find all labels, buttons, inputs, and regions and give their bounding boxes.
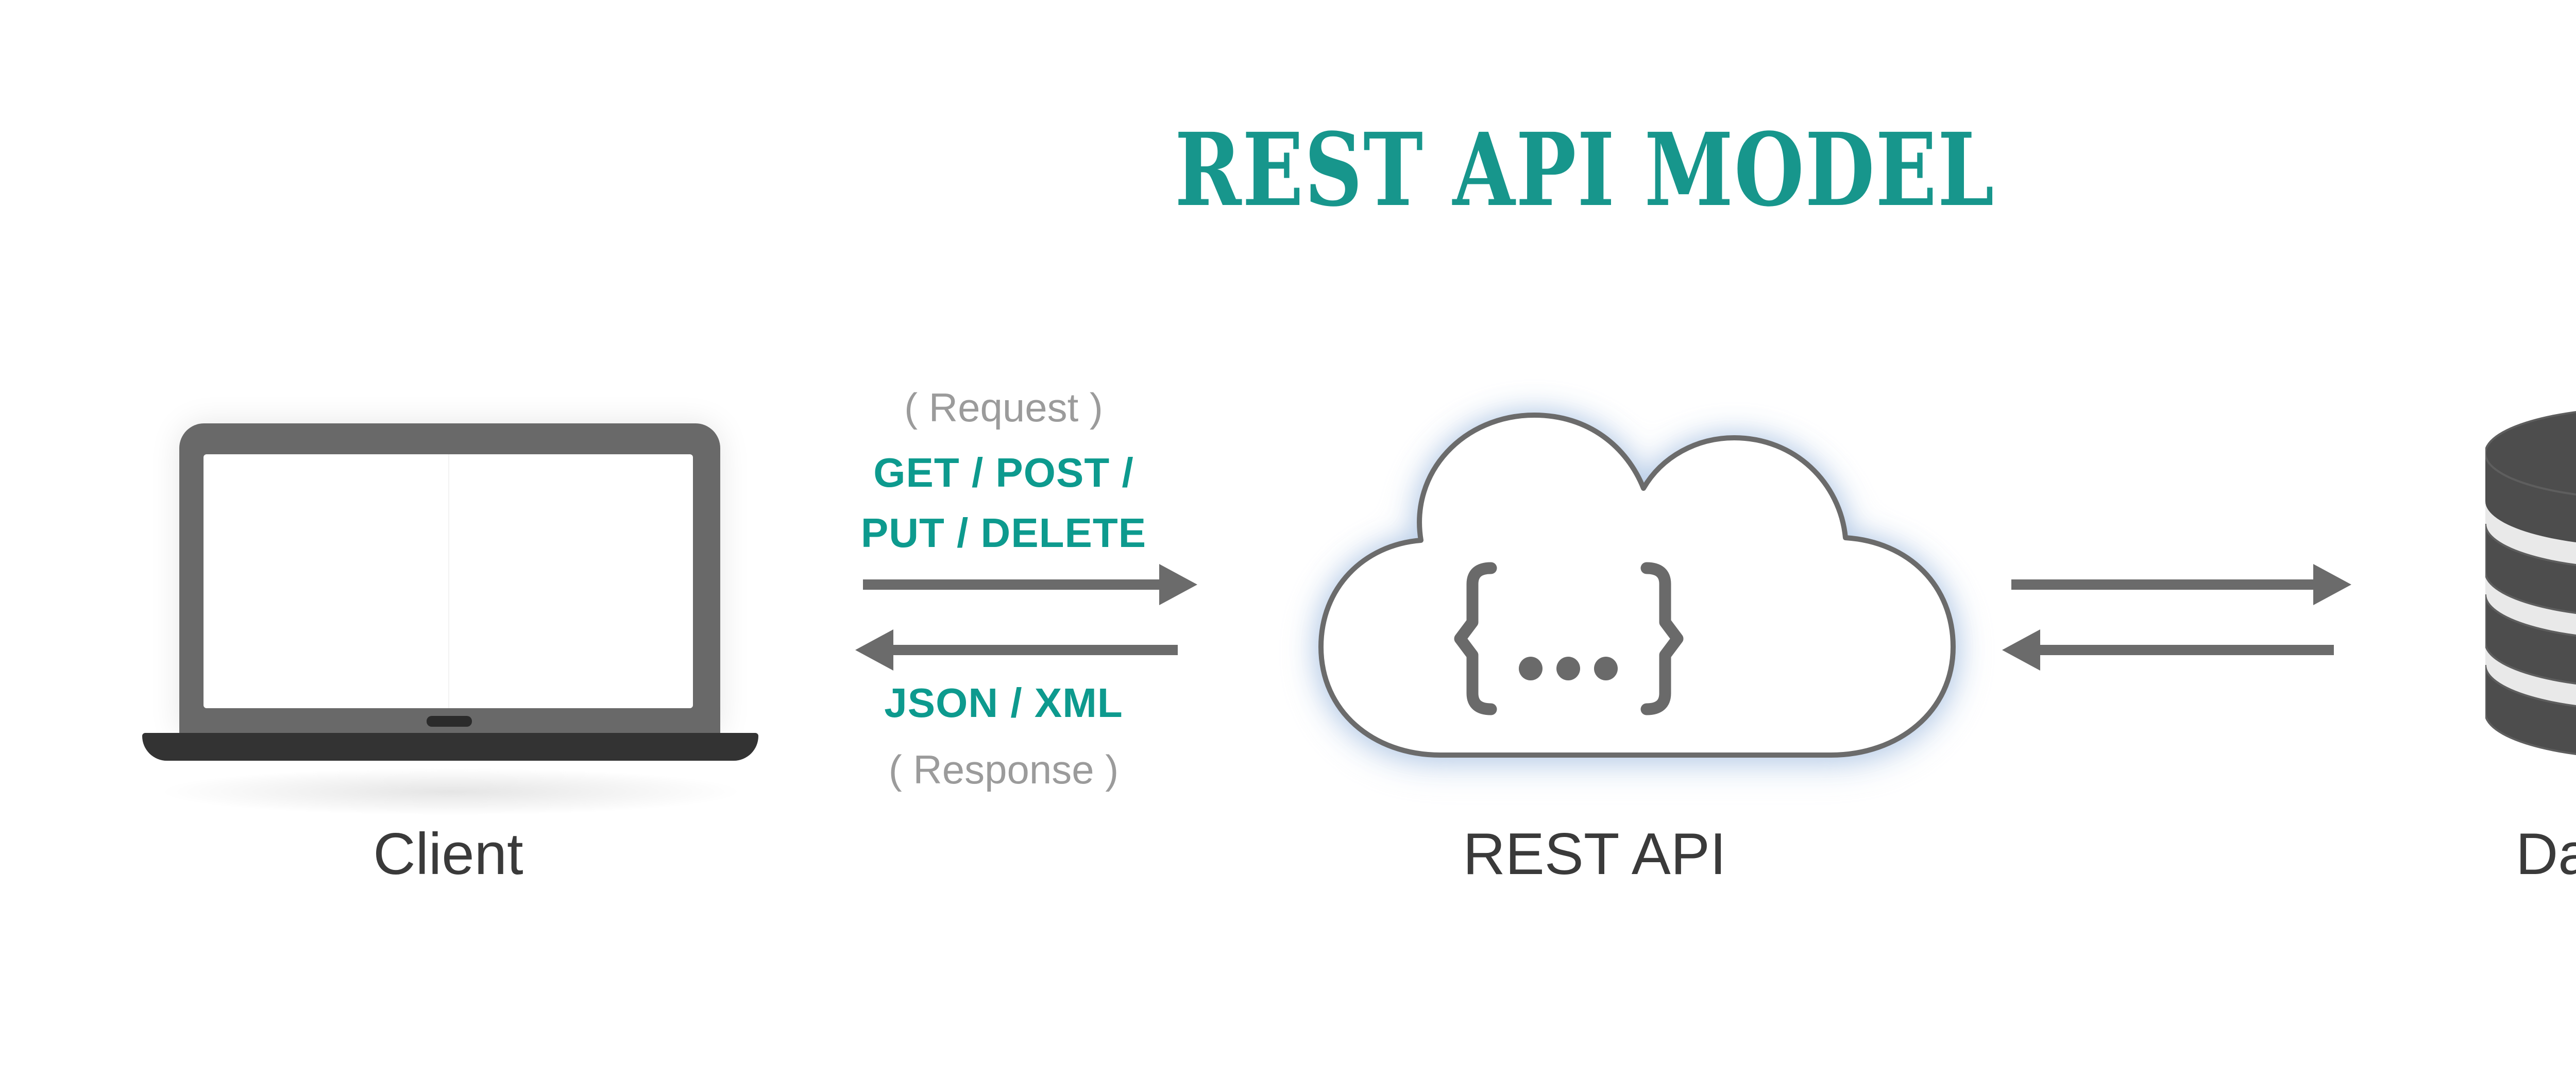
page-title: REST API MODEL — [1175, 111, 1995, 229]
db-disk — [2485, 664, 2576, 755]
db-disk — [2485, 523, 2576, 614]
cloud-icon — [1318, 413, 1956, 758]
response-formats: JSON / XML — [884, 680, 1123, 726]
arrow-line — [863, 579, 1161, 590]
dot-icon — [1556, 657, 1580, 680]
db-top-disk — [2485, 411, 2576, 495]
response-caption: ( Response ) — [888, 747, 1119, 792]
laptop-base — [142, 733, 758, 761]
ellipsis-dots-icon — [1519, 657, 1618, 680]
arrow-right-head-icon — [2313, 564, 2351, 605]
laptop-screen — [204, 454, 693, 708]
arrow-right-head-icon — [1159, 564, 1197, 605]
dot-icon — [1519, 657, 1543, 680]
laptop-shadow — [165, 768, 737, 815]
request-methods-line1: GET / POST / — [873, 450, 1134, 495]
database-label: Database — [2515, 822, 2576, 887]
left-brace-icon — [1454, 562, 1497, 715]
database-icon — [2485, 411, 2576, 755]
arrow-line — [2039, 645, 2334, 655]
code-braces-icon — [1454, 562, 1684, 715]
arrow-left-head-icon — [855, 629, 893, 671]
db-disk — [2485, 594, 2576, 685]
right-brace-icon — [1640, 562, 1684, 715]
arrow-line — [2011, 579, 2314, 590]
arrow-left-head-icon — [2002, 629, 2040, 671]
cloud-outline — [1318, 413, 1956, 758]
request-caption: ( Request ) — [904, 385, 1103, 430]
client-label: Client — [373, 822, 523, 887]
arrow-line — [892, 645, 1178, 655]
dot-icon — [1594, 657, 1618, 680]
request-methods-line2: PUT / DELETE — [860, 510, 1147, 556]
rest-api-label: REST API — [1463, 822, 1726, 887]
laptop-notch — [427, 716, 472, 727]
